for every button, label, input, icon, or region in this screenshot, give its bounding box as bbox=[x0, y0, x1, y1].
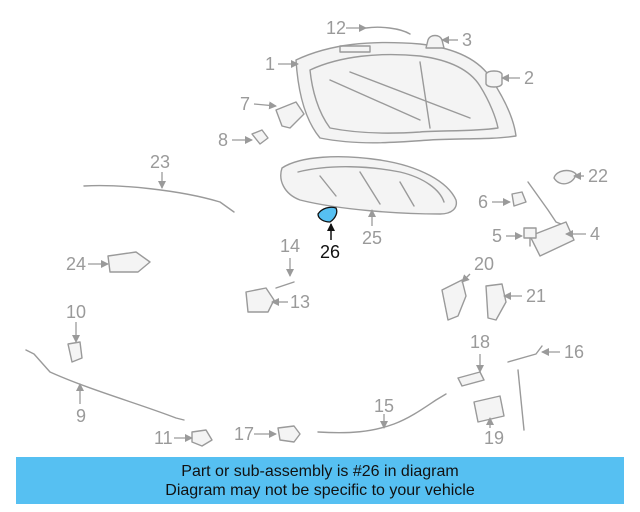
callout-14: 14 bbox=[280, 236, 300, 277]
callout-19: 19 bbox=[484, 417, 504, 448]
latch-bolt-part bbox=[275, 281, 295, 289]
cap-part bbox=[553, 169, 577, 185]
svg-text:5: 5 bbox=[492, 226, 502, 246]
svg-text:20: 20 bbox=[474, 254, 494, 274]
info-banner: Part or sub-assembly is #26 in diagram D… bbox=[16, 457, 624, 504]
callout-11: 11 bbox=[154, 428, 193, 448]
svg-text:25: 25 bbox=[362, 228, 382, 248]
bolt-part bbox=[523, 227, 537, 247]
release-cable-part bbox=[317, 393, 447, 434]
weatherstrip-part bbox=[365, 26, 411, 35]
part-26-highlighted bbox=[317, 206, 338, 223]
svg-text:18: 18 bbox=[470, 332, 490, 352]
callout-3: 3 bbox=[441, 30, 472, 50]
parts-diagram: 1 2 3 4 5 6 7 8 9 10 11 12 bbox=[25, 18, 608, 448]
svg-text:23: 23 bbox=[150, 152, 170, 172]
svg-text:26: 26 bbox=[320, 242, 340, 262]
cable-clip-part bbox=[277, 425, 301, 443]
svg-text:9: 9 bbox=[76, 406, 86, 426]
svg-text:16: 16 bbox=[564, 342, 584, 362]
callout-18: 18 bbox=[470, 332, 490, 373]
hood-hinge-part bbox=[527, 181, 575, 257]
release-rod-part bbox=[25, 349, 185, 421]
callout-23: 23 bbox=[150, 152, 170, 189]
hood-insulator-part bbox=[280, 156, 458, 215]
callout-21: 21 bbox=[503, 286, 546, 306]
svg-text:21: 21 bbox=[526, 286, 546, 306]
svg-text:17: 17 bbox=[234, 424, 254, 444]
cable-nut-part bbox=[191, 429, 213, 447]
nut-part bbox=[511, 191, 527, 207]
svg-text:14: 14 bbox=[280, 236, 300, 256]
callout-25: 25 bbox=[362, 209, 382, 248]
callout-5: 5 bbox=[492, 226, 523, 246]
callout-22: 22 bbox=[573, 166, 608, 186]
svg-text:12: 12 bbox=[326, 18, 346, 38]
callout-15: 15 bbox=[374, 396, 394, 429]
release-handle-part bbox=[441, 279, 467, 321]
callout-13: 13 bbox=[271, 292, 310, 312]
push-clip-part bbox=[251, 129, 269, 145]
rod-bracket-part bbox=[107, 251, 151, 273]
callout-2: 2 bbox=[501, 68, 534, 88]
svg-text:1: 1 bbox=[265, 54, 275, 74]
callout-20: 20 bbox=[461, 254, 494, 283]
hood-bracket-part bbox=[275, 101, 305, 129]
svg-text:22: 22 bbox=[588, 166, 608, 186]
release-handle-alt-part bbox=[485, 283, 507, 321]
svg-text:24: 24 bbox=[66, 254, 86, 274]
rod-support-part bbox=[67, 341, 83, 363]
banner-line-part-number: Part or sub-assembly is #26 in diagram bbox=[181, 462, 459, 480]
svg-text:2: 2 bbox=[524, 68, 534, 88]
svg-text:6: 6 bbox=[478, 192, 488, 212]
hood-latch-part bbox=[245, 287, 275, 313]
prop-rod-alt-part bbox=[507, 345, 543, 431]
svg-text:13: 13 bbox=[290, 292, 310, 312]
callout-10: 10 bbox=[66, 302, 86, 343]
hood-panel-part bbox=[295, 41, 517, 144]
callout-12: 12 bbox=[326, 18, 367, 38]
callout-1: 1 bbox=[265, 54, 299, 74]
callout-4: 4 bbox=[565, 224, 600, 244]
svg-text:7: 7 bbox=[240, 94, 250, 114]
callout-17: 17 bbox=[234, 424, 277, 444]
banner-line-disclaimer: Diagram may not be specific to your vehi… bbox=[165, 481, 475, 499]
cover-part bbox=[473, 395, 505, 423]
svg-text:3: 3 bbox=[462, 30, 472, 50]
svg-text:11: 11 bbox=[154, 428, 173, 448]
callout-6: 6 bbox=[478, 192, 511, 212]
callout-8: 8 bbox=[218, 130, 253, 150]
svg-text:4: 4 bbox=[590, 224, 600, 244]
callout-7: 7 bbox=[240, 94, 277, 114]
prop-rod-part bbox=[83, 184, 235, 213]
pad-part bbox=[457, 371, 485, 387]
callout-26-highlighted: 26 bbox=[320, 223, 340, 262]
svg-text:10: 10 bbox=[66, 302, 86, 322]
callout-24: 24 bbox=[66, 254, 109, 274]
callout-9: 9 bbox=[76, 383, 86, 426]
hood-bumper-part bbox=[485, 70, 503, 88]
callout-16: 16 bbox=[541, 342, 584, 362]
svg-text:19: 19 bbox=[484, 428, 504, 448]
svg-text:15: 15 bbox=[374, 396, 394, 416]
svg-text:8: 8 bbox=[218, 130, 228, 150]
grommet-part bbox=[425, 34, 445, 49]
